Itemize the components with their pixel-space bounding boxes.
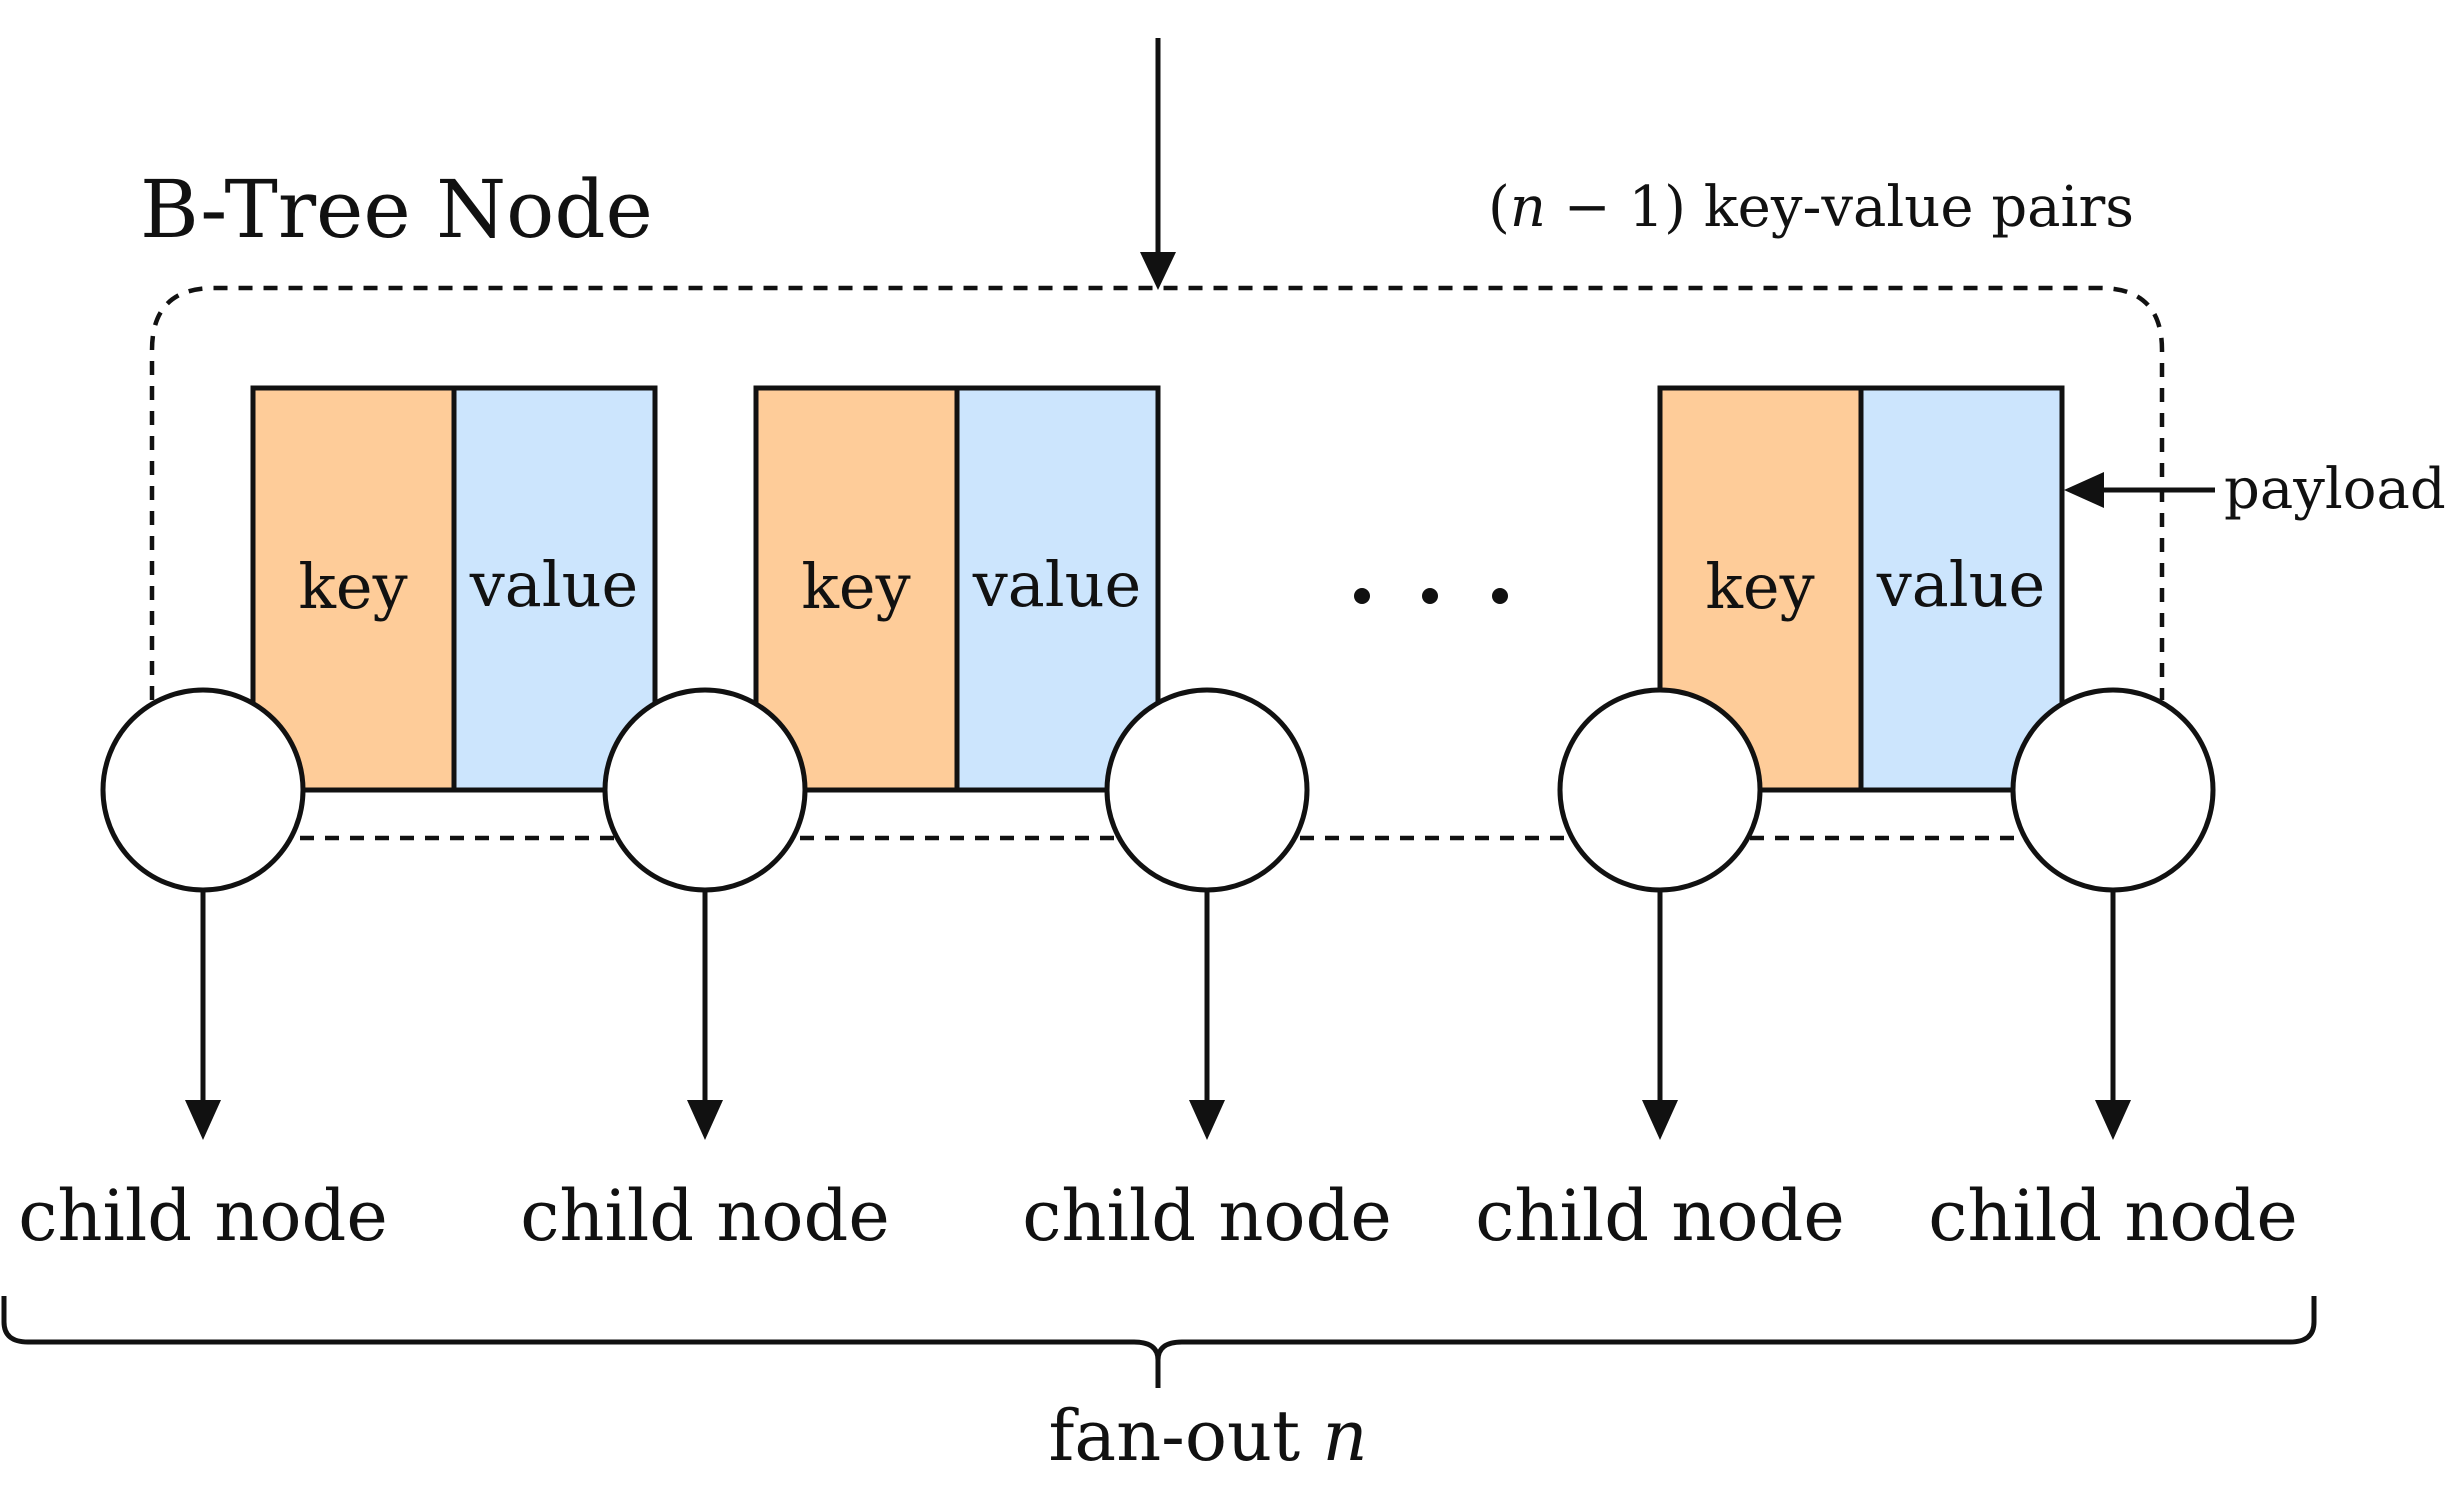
key-cell xyxy=(250,385,457,793)
key-cell xyxy=(753,385,960,793)
incoming-arrowhead xyxy=(1140,252,1176,290)
value-cell xyxy=(451,385,658,793)
pointer-circle xyxy=(1557,687,1763,893)
pointer-3: child node xyxy=(1022,687,1392,1257)
fanout-brace xyxy=(1,1296,2317,1388)
key-label: key xyxy=(298,550,407,623)
pointer-circle xyxy=(2010,687,2216,893)
value-label: value xyxy=(469,548,638,621)
key-value-pair-last: key value xyxy=(1657,385,2065,793)
child-node-label: child node xyxy=(1022,1175,1392,1257)
payload-label: payload xyxy=(2224,457,2446,522)
pointer-arrowhead xyxy=(1642,1100,1678,1140)
node-title: B-Tree Node xyxy=(140,163,653,256)
payload-arrowhead xyxy=(2064,472,2104,508)
key-label: key xyxy=(801,550,910,623)
ellipsis xyxy=(1354,588,1508,604)
key-label: key xyxy=(1705,550,1814,623)
child-node-label: child node xyxy=(520,1175,890,1257)
node-boundary xyxy=(149,285,2165,700)
child-node-label: child node xyxy=(18,1175,388,1257)
pointer-1: child node xyxy=(18,687,388,1257)
value-cell xyxy=(954,385,1161,793)
key-value-pair-1: key value xyxy=(250,385,658,793)
child-node-label: child node xyxy=(1928,1175,2298,1257)
pointer-arrowhead xyxy=(687,1100,723,1140)
value-cell xyxy=(1858,385,2065,793)
pointer-arrowhead xyxy=(1189,1100,1225,1140)
pointer-5: child node xyxy=(1928,687,2298,1257)
pointer-arrowhead xyxy=(185,1100,221,1140)
pointer-4: child node xyxy=(1475,687,1845,1257)
pointer-circle xyxy=(100,687,306,893)
fanout-label: fan-out n xyxy=(1048,1395,1367,1477)
pointer-circle xyxy=(1104,687,1310,893)
child-node-label: child node xyxy=(1475,1175,1845,1257)
pointer-circle xyxy=(602,687,808,893)
pairs-annotation: (n − 1) key-value pairs xyxy=(1488,175,2134,240)
pointer-2: child node xyxy=(520,687,890,1257)
pointer-arrowhead xyxy=(2095,1100,2131,1140)
key-value-pair-2: key value xyxy=(753,385,1161,793)
value-label: value xyxy=(1876,548,2045,621)
value-label: value xyxy=(972,548,1141,621)
